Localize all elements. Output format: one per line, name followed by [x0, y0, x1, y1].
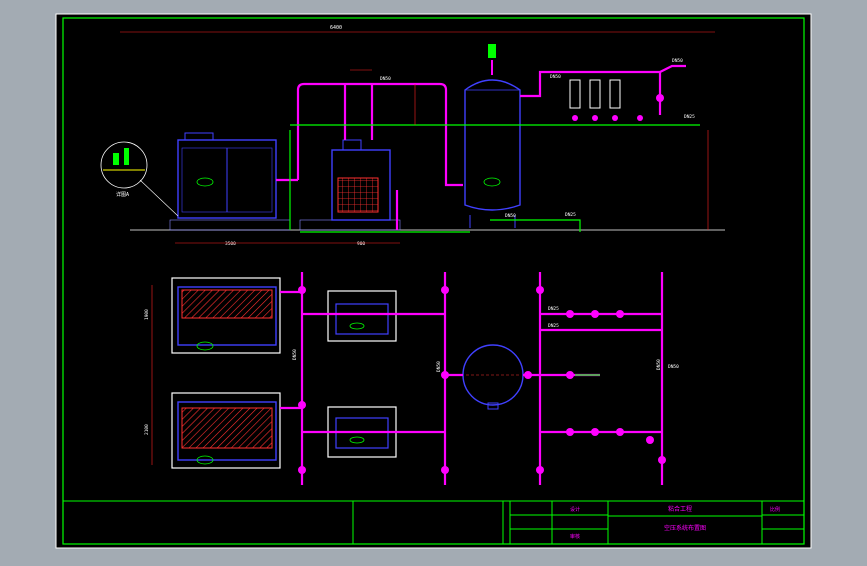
- pipe-label-3: DN50: [672, 58, 683, 64]
- pipeline-plan: [280, 272, 664, 485]
- pipeline-elevation: [276, 64, 686, 230]
- plan-dim-4: 900: [357, 241, 365, 247]
- drawing-sheet: [55, 13, 812, 549]
- detail-label: 详图A: [116, 191, 129, 198]
- plan-pipe-label-1: DN50: [292, 349, 298, 360]
- compressor-plan-1[interactable]: [171, 277, 281, 354]
- plan-pipe-label-4: DN25: [548, 323, 559, 329]
- plan-pipe-label-5: DN50: [668, 364, 679, 370]
- air-receiver-tank[interactable]: [464, 44, 521, 228]
- tank-pipe-size: DN50: [505, 213, 516, 219]
- detail-callout: 详图A: [100, 141, 179, 217]
- elevation-view: 6400 详图A: [100, 25, 725, 233]
- plan-view: DN50 DN50 DN25 DN25 DN50 DN50 1900 2100 …: [144, 241, 679, 485]
- plan-valves[interactable]: [298, 286, 666, 474]
- plan-pipe-label-2: DN50: [436, 361, 442, 372]
- overall-dimension-label: 6400: [330, 25, 342, 31]
- plan-pipe-label-3: DN25: [548, 306, 559, 312]
- plan-dim-2: 2100: [144, 424, 150, 435]
- compressor-plan-2[interactable]: [171, 392, 281, 469]
- drain-lines: [289, 124, 700, 233]
- drawing-title: 空压系统布置图: [664, 524, 706, 532]
- designer-label: 设计: [570, 506, 580, 513]
- scale-label: 比例: [770, 506, 780, 513]
- company-name: 粘合工程: [668, 505, 692, 513]
- plan-dim-1: 1900: [144, 309, 150, 320]
- refrigerated-dryer[interactable]: [331, 139, 391, 221]
- plan-pipe-label-6: DN50: [656, 359, 662, 370]
- plan-dim-3: 3500: [225, 241, 236, 247]
- title-block: [62, 500, 805, 545]
- pipe-label-5: DN25: [684, 114, 695, 120]
- pipe-label-1: DN50: [380, 76, 391, 82]
- dryer-plan-1[interactable]: [327, 290, 397, 342]
- pipe-label-2: DN50: [550, 74, 561, 80]
- filter-group[interactable]: [569, 79, 664, 121]
- checker-label: 审核: [570, 533, 580, 540]
- pipe-label-4: DN25: [565, 212, 576, 218]
